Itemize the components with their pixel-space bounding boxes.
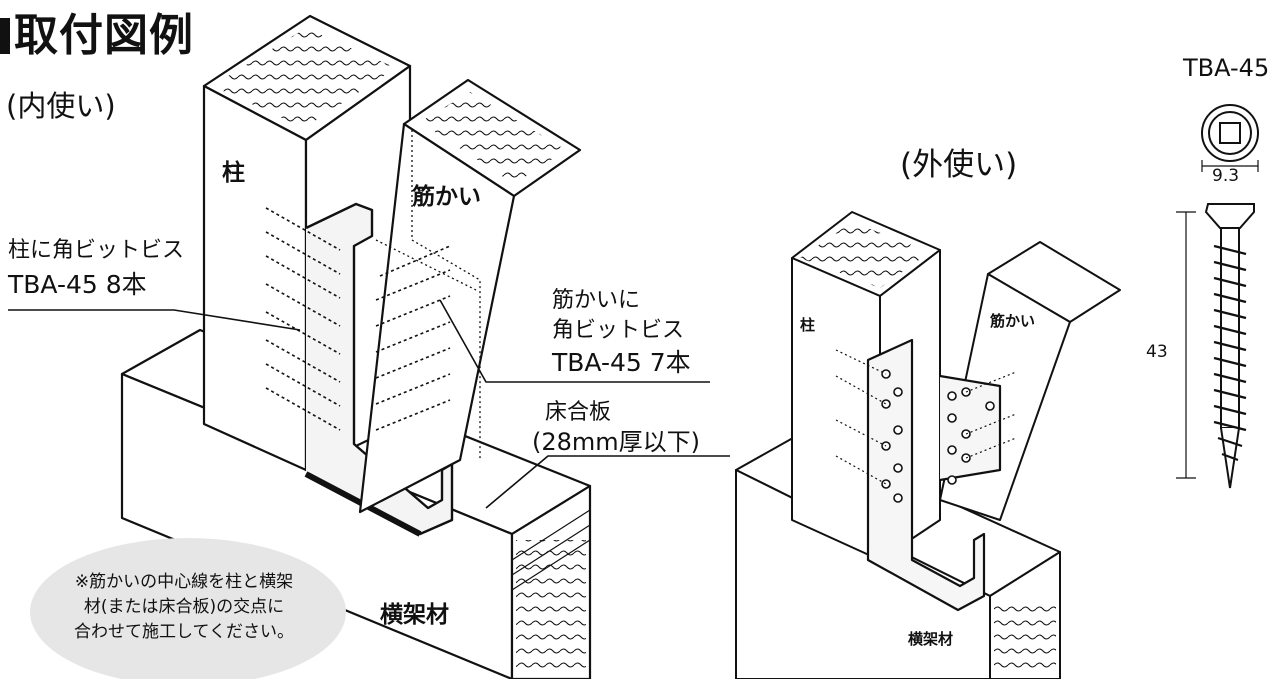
page-title-text: 取付図例 — [14, 10, 194, 61]
outer-beam-label: 横架材 — [908, 630, 954, 648]
note-line2: 材(または床合板)の交点に — [83, 597, 285, 617]
outer-bracket — [866, 338, 1002, 612]
inner-beam-label: 横架材 — [380, 602, 449, 628]
screw-head-top-view — [1201, 104, 1259, 162]
inner-screws — [265, 207, 451, 431]
brace-screw-annotation-line1: 筋かいに — [552, 288, 641, 313]
inner-brace — [358, 78, 582, 514]
inner-hidden-lines — [375, 130, 481, 460]
outer-view — [735, 211, 1121, 679]
outer-subtitle: (外使い) — [900, 147, 1018, 183]
screw-length-dimension — [1176, 211, 1196, 479]
pillar-screw-annotation-line2: TBA-45 8本 — [8, 270, 147, 299]
outer-holes — [881, 369, 995, 503]
screw-name-label: TBA-45 — [1183, 54, 1270, 82]
pillar-screw-annotation-line1: 柱に角ビットビス — [8, 238, 185, 263]
outer-screws — [835, 349, 1017, 485]
inner-pillar-label: 柱 — [222, 160, 245, 186]
note-line1: ※筋かいの中心線を柱と横架 — [74, 572, 294, 592]
inner-subtitle: (内使い) — [6, 89, 116, 123]
note-line3: 合わせて施工してください。 — [74, 622, 294, 642]
inner-leaders — [8, 299, 730, 509]
inner-brace-label: 筋かい — [412, 184, 481, 210]
installation-note: ※筋かいの中心線を柱と横架 材(または床合板)の交点に 合わせて施工してください… — [46, 570, 322, 645]
floor-plywood-annotation-line1: 床合板 — [545, 400, 612, 425]
screw-length-label: 43 — [1146, 342, 1168, 362]
outer-pillar — [791, 211, 941, 561]
outer-brace-label: 筋かい — [990, 312, 1036, 330]
screw-head-width-label: 9.3 — [1212, 166, 1240, 186]
screw-width-dimension — [1201, 160, 1259, 172]
note-bubble — [30, 538, 346, 679]
inner-view — [8, 14, 730, 679]
floor-plywood-annotation-line2: (28mm厚以下) — [532, 428, 701, 456]
page-title: 取付図例 — [0, 14, 194, 58]
screw-side-view — [1204, 203, 1255, 489]
screw-detail — [1176, 104, 1259, 489]
brace-screw-annotation-line3: TBA-45 7本 — [552, 348, 691, 377]
title-marker — [0, 18, 10, 54]
outer-pillar-label: 柱 — [800, 316, 816, 334]
brace-screw-annotation-line2: 角ビットビス — [552, 318, 685, 343]
